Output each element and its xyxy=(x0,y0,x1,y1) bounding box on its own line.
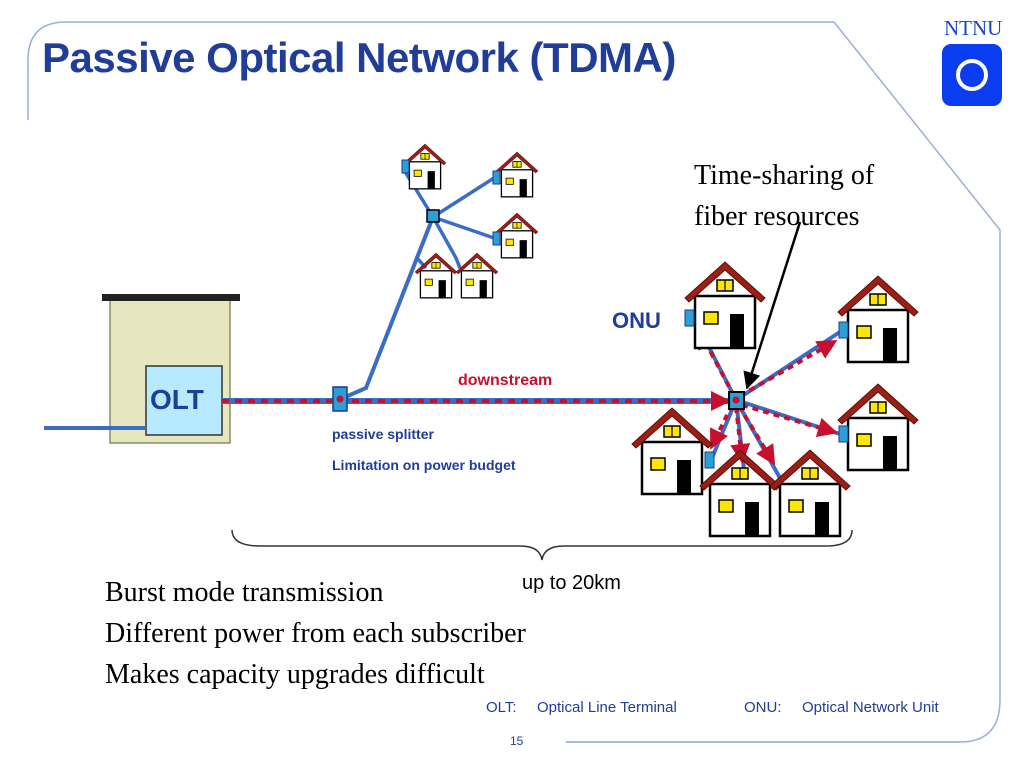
distance-brace xyxy=(231,529,853,561)
house-bottom-1 xyxy=(630,406,714,496)
olt-cabinet-top xyxy=(102,294,240,301)
downstream-label: downstream xyxy=(458,372,553,389)
house-right-1 xyxy=(836,274,920,364)
onu-right-2 xyxy=(838,425,849,443)
footer-olt-abbrev: OLT: xyxy=(486,699,517,716)
olt-box xyxy=(145,365,223,436)
splitter-signal-dot xyxy=(336,395,344,403)
bullet-item: Different power from each subscriber xyxy=(105,618,526,649)
slide-title: Passive Optical Network (TDMA) xyxy=(42,34,676,81)
distance-label: up to 20km xyxy=(522,572,621,594)
house-bottom-3 xyxy=(768,448,852,538)
onu-device xyxy=(684,309,695,327)
time-sharing-caption-line2: fiber resources xyxy=(694,201,860,232)
brand-name: NTNU xyxy=(944,16,1003,40)
house-top-2 xyxy=(495,151,539,198)
onu-top-2 xyxy=(492,170,501,185)
onu-top-1 xyxy=(401,159,410,174)
upper-splitter xyxy=(426,209,440,223)
page-number: 15 xyxy=(510,734,524,748)
onu-right-1 xyxy=(838,321,849,339)
footer-onu-full: Optical Network Unit xyxy=(802,699,939,716)
bullet-item: Burst mode transmission xyxy=(105,577,384,608)
time-sharing-caption-line1: Time-sharing of xyxy=(694,160,875,191)
time-sharing-pointer xyxy=(743,221,802,390)
house-top-1 xyxy=(403,143,447,190)
footer-olt-full: Optical Line Terminal xyxy=(537,699,677,716)
power-budget-note: Limitation on power budget xyxy=(332,457,516,473)
splitter-label: passive splitter xyxy=(332,426,434,442)
house-right-2 xyxy=(836,382,920,472)
footer-onu-abbrev: ONU: xyxy=(744,699,782,716)
bullet-list: Burst mode transmission Different power … xyxy=(105,572,526,695)
house-top-5 xyxy=(455,252,499,299)
remote-node-dot xyxy=(732,396,740,404)
olt-label: OLT xyxy=(150,384,204,415)
upper-tree-fibers xyxy=(402,169,495,270)
house-top-4 xyxy=(414,252,458,299)
branch-fiber xyxy=(342,216,435,400)
ntnu-logo-icon xyxy=(942,44,1002,106)
onu-top-3 xyxy=(492,231,501,246)
slide-frame xyxy=(27,21,1001,743)
house-onu xyxy=(683,260,767,350)
onu-label: ONU xyxy=(612,308,661,333)
house-top-3 xyxy=(495,212,539,259)
bullet-item: Makes capacity upgrades difficult xyxy=(105,659,485,690)
onu-bottom-1 xyxy=(704,451,715,469)
